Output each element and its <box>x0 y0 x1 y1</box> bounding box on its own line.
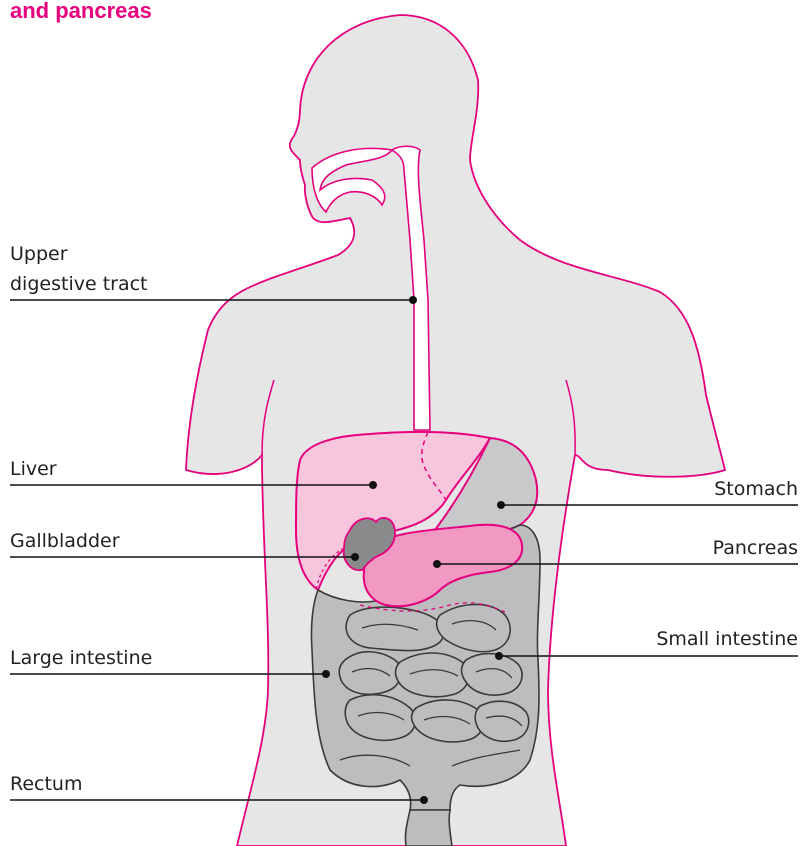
label-rectum: Rectum <box>10 773 82 795</box>
rectum <box>405 810 452 846</box>
small-intestine <box>339 604 528 741</box>
dot-large-intestine <box>322 670 330 678</box>
dot-liver <box>369 481 377 489</box>
label-small-intestine: Small intestine <box>656 628 798 650</box>
diagram-title: and pancreas <box>10 0 152 23</box>
label-stomach: Stomach <box>714 478 798 500</box>
label-upper-digestive-tract-line2: digestive tract <box>10 273 148 295</box>
label-pancreas: Pancreas <box>713 537 798 559</box>
label-liver: Liver <box>10 458 57 480</box>
dot-stomach <box>497 501 505 509</box>
dot-rectum <box>420 796 428 804</box>
dot-pancreas <box>433 560 441 568</box>
label-upper-digestive-tract-line1: Upper <box>10 243 68 265</box>
dot-small-intestine <box>495 652 503 660</box>
label-large-intestine: Large intestine <box>10 647 152 669</box>
dot-gallbladder <box>351 553 359 561</box>
label-gallbladder: Gallbladder <box>10 530 120 552</box>
dot-upper-digestive-tract <box>409 296 417 304</box>
